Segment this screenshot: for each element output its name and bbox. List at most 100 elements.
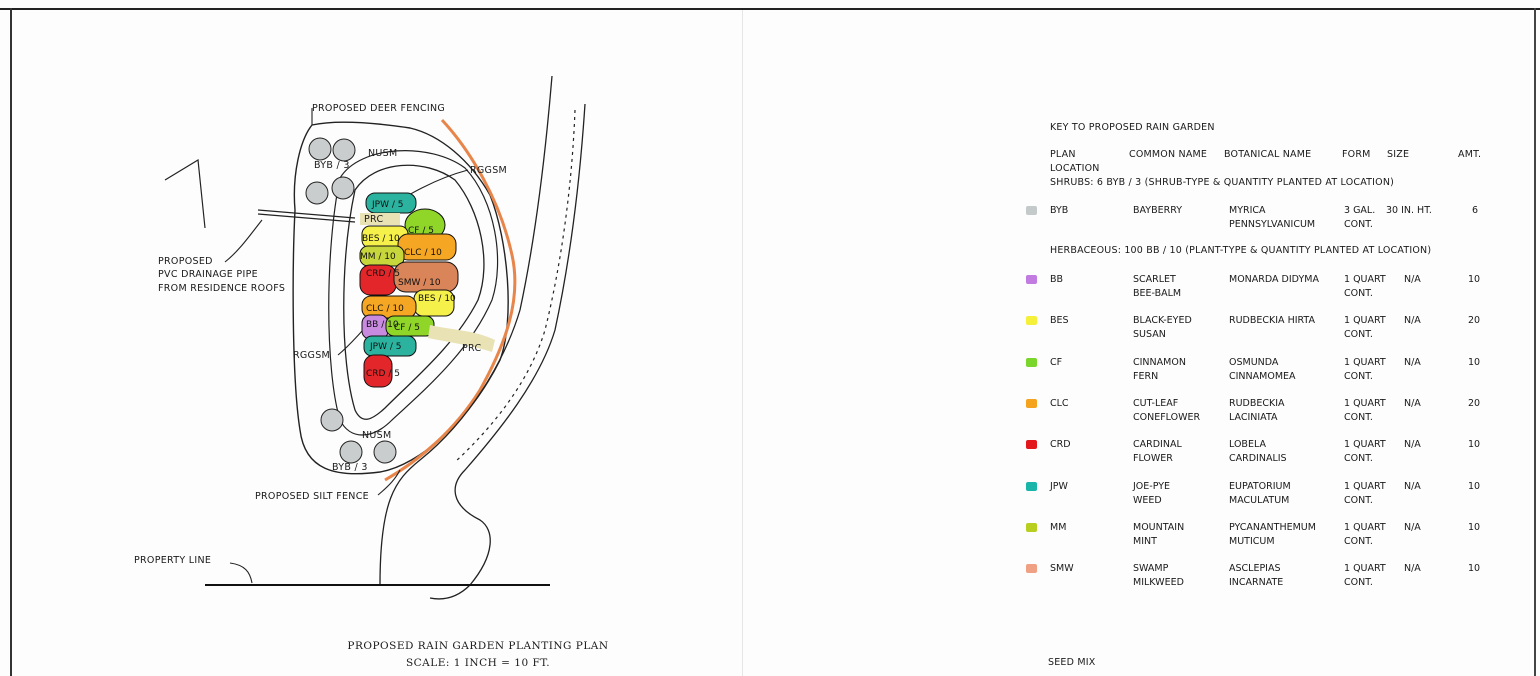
key-botanical-name-2: CINNAMOMEA xyxy=(1229,370,1296,382)
drain-pipe-label: PVC DRAINAGE PIPE xyxy=(158,269,258,280)
key-common-name-2: MINT xyxy=(1133,535,1157,547)
key-amt: 10 xyxy=(1468,563,1481,575)
plan-scale-text: SCALE: 1 INCH = 10 FT. xyxy=(405,657,551,669)
key-botanical-name-2: CARDINALIS xyxy=(1229,453,1287,465)
bed-label: BES / 10 xyxy=(418,294,456,304)
key-botanical-name: MONARDA DIDYMA xyxy=(1229,274,1319,285)
nusm-label: NUSM xyxy=(368,148,398,159)
key-code: BES xyxy=(1050,315,1069,327)
key-botanical-name: EUPATORIUM xyxy=(1229,480,1291,492)
key-form-2: CONT. xyxy=(1344,411,1373,423)
key-form-2: CONT. xyxy=(1344,494,1373,506)
key-common-name-2: FLOWER xyxy=(1133,453,1173,465)
bed-prc xyxy=(360,213,400,225)
bed-jpw-2 xyxy=(363,335,417,357)
bed-label: BB / 10 xyxy=(366,320,399,330)
col-size: SIZE xyxy=(1387,149,1410,160)
key-code: CRD xyxy=(1050,439,1071,451)
key-swatch xyxy=(1026,398,1037,408)
bayberry-shrub xyxy=(320,408,344,432)
bed-label: CF / 5 xyxy=(408,226,434,236)
col-common-name: COMMON NAME xyxy=(1129,149,1208,160)
key-swatch xyxy=(1026,481,1037,491)
key-botanical-name-2: INCARNATE xyxy=(1229,577,1284,589)
byb-label: BYB / 3 xyxy=(314,160,350,171)
key-heading: KEY TO PROPOSED RAIN GARDEN xyxy=(1050,122,1215,133)
shrubs-note: SHRUBS: 6 BYB / 3 (SHRUB-TYPE & QUANTITY… xyxy=(1050,177,1395,188)
key-form-2: CONT. xyxy=(1344,577,1373,589)
key-form: 1 QUART xyxy=(1344,397,1386,409)
key-amt: 10 xyxy=(1468,356,1481,368)
key-common-name: JOE-PYE xyxy=(1133,480,1171,492)
key-common-name: CUT-LEAF xyxy=(1133,397,1179,409)
key-swatch xyxy=(1026,522,1037,532)
driveway-line xyxy=(379,75,553,586)
key-botanical-name: ASCLEPIAS xyxy=(1229,563,1281,575)
key-common-name-2: WEED xyxy=(1133,494,1162,506)
drain-pipe-label: FROM RESIDENCE ROOFS xyxy=(158,283,285,294)
key-botanical-name: RUDBECKIA HIRTA xyxy=(1229,315,1315,327)
key-common-name-2: SUSAN xyxy=(1133,329,1166,341)
bed-label: CRD / 5 xyxy=(366,269,400,279)
silt-leader xyxy=(377,469,401,496)
silt-fence-label: PROPOSED SILT FENCE xyxy=(255,491,369,502)
key-common-name: MOUNTAIN xyxy=(1133,521,1185,533)
key-botanical-name-2: MUTICUM xyxy=(1229,535,1275,547)
key-swatch xyxy=(1026,357,1037,367)
key-size: N/A xyxy=(1404,356,1421,368)
herbaceous-note: HERBACEOUS: 100 BB / 10 (PLANT-TYPE & QU… xyxy=(1050,245,1432,256)
key-swatch xyxy=(1026,440,1037,450)
key-form: 1 QUART xyxy=(1344,274,1386,285)
contour-line xyxy=(343,164,485,420)
key-form-2: CONT. xyxy=(1344,329,1373,341)
col-location: LOCATION xyxy=(1050,163,1100,174)
page-border-left xyxy=(10,8,12,676)
property-line-label: PROPERTY LINE xyxy=(134,555,211,566)
key-code: BB xyxy=(1050,274,1064,285)
bed-label: CF / 5 xyxy=(394,323,420,333)
page-border xyxy=(0,8,1540,10)
key-form-2: CONT. xyxy=(1344,453,1373,465)
key-common-name-2: BEE-BALM xyxy=(1133,288,1182,299)
key-common-name-2: MILKWEED xyxy=(1133,577,1184,589)
key-common-name-2: FERN xyxy=(1133,370,1159,382)
bayberry-shrub xyxy=(339,440,363,464)
bayberry-shrub xyxy=(332,138,356,162)
bayberry-shrub xyxy=(305,181,329,205)
key-code: JPW xyxy=(1050,480,1068,492)
key-size: N/A xyxy=(1404,563,1421,575)
plan-title: PROPOSED RAIN GARDEN PLANTING PLAN SCALE… xyxy=(258,638,698,672)
contour-line-outer xyxy=(328,150,499,436)
residence-corner xyxy=(164,158,206,229)
col-plan-location: PLAN LOCATION xyxy=(1050,148,1100,176)
bed-label: BES / 10 xyxy=(362,234,400,244)
key-swatch xyxy=(1026,206,1037,215)
bayberry-shrub xyxy=(373,440,397,464)
bed-label: CLC / 10 xyxy=(404,248,442,258)
key-size: N/A xyxy=(1404,274,1421,285)
key-amt: 10 xyxy=(1468,521,1481,533)
key-common-name: BAYBERRY xyxy=(1133,205,1182,216)
key-code: CLC xyxy=(1050,397,1069,409)
key-form-2: CONT. xyxy=(1344,288,1373,299)
key-form-2: CONT. xyxy=(1344,370,1373,382)
key-form: 1 QUART xyxy=(1344,480,1386,492)
key-swatch xyxy=(1026,275,1037,284)
key-swatch xyxy=(1026,316,1037,326)
deer-fence-label: PROPOSED DEER FENCING xyxy=(312,103,445,114)
key-amt: 6 xyxy=(1472,205,1479,216)
col-form: FORM xyxy=(1342,149,1371,160)
page-fold xyxy=(742,10,743,676)
key-common-name: SCARLET xyxy=(1133,274,1176,285)
drainage-pipe-2 xyxy=(257,213,356,223)
key-botanical-name: MYRICA xyxy=(1229,205,1266,216)
bayberry-shrub xyxy=(308,137,332,161)
key-form-2: CONT. xyxy=(1344,535,1373,547)
prc-label: PRC xyxy=(462,343,481,354)
key-size: N/A xyxy=(1404,480,1421,492)
driveway-line-3 xyxy=(454,109,576,463)
prc-label: PRC xyxy=(364,214,383,225)
key-botanical-name-2: LACINIATA xyxy=(1229,411,1278,423)
key-common-name: BLACK-EYED xyxy=(1133,315,1192,327)
bed-label: JPW / 5 xyxy=(371,200,403,210)
